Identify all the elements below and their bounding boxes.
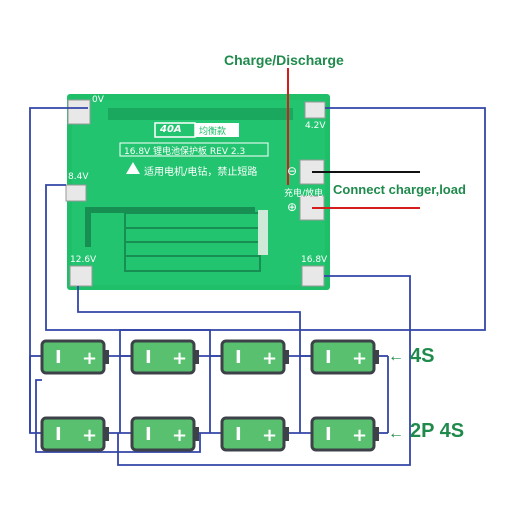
pad-8-4v	[65, 184, 87, 202]
cell-minus-label: I	[145, 424, 152, 445]
battery-terminal	[194, 350, 199, 364]
warning-text: 适用电机/电钻，禁止短路	[144, 167, 258, 178]
model-line-box	[119, 142, 269, 157]
battery-terminal	[104, 427, 109, 441]
pad-label-4-2v: 4.2V	[305, 121, 326, 131]
board-small-chip	[258, 210, 268, 255]
board-trace-2	[85, 207, 91, 247]
cell-minus-label: I	[235, 424, 242, 445]
board-component-strip	[108, 108, 293, 120]
pad-16-8v	[301, 265, 325, 287]
minus-symbol-icon: ⊖	[287, 164, 298, 178]
cell-plus-label: +	[262, 348, 277, 369]
series-label-4s: 4S	[410, 345, 435, 367]
pad-label-8-4v: 8.4V	[68, 172, 89, 182]
model-line: 16.8V 锂电池保护板 REV 2.3	[124, 147, 246, 157]
cell-minus-label: I	[55, 424, 62, 445]
pad-top-left	[67, 99, 91, 125]
balance-wires	[29, 107, 486, 466]
cell-plus-label: +	[352, 425, 367, 446]
warning-triangle-icon	[126, 162, 140, 174]
cell-plus-label: +	[82, 425, 97, 446]
cell-minus-label: I	[325, 424, 332, 445]
battery-terminal	[104, 350, 109, 364]
plus-symbol-icon: ⊕	[287, 200, 298, 214]
battery-terminal	[374, 350, 379, 364]
wire-16-8v	[117, 275, 411, 466]
board-trace-1	[85, 207, 255, 213]
current-rating: 40A	[160, 124, 182, 135]
cell-minus-label: I	[235, 347, 242, 368]
battery-terminal	[284, 427, 289, 441]
port-label: 充电/放电	[284, 189, 324, 199]
pad-label-0v: 0V	[92, 95, 104, 105]
battery-row-2	[40, 416, 379, 452]
cell-labels: I + I + I + I + I + I + I + I +	[55, 347, 367, 446]
pad-12-6v	[69, 265, 93, 287]
cell-minus-label: I	[145, 347, 152, 368]
connect-charger-load-callout: Connect charger,load	[333, 182, 466, 197]
cell-plus-label: +	[172, 348, 187, 369]
wire-bottom-left	[35, 379, 201, 453]
brand-badge: 均衡款	[199, 127, 227, 137]
pad-label-16-8v: 16.8V	[301, 255, 328, 265]
battery-terminal	[284, 350, 289, 364]
battery-terminal	[374, 427, 379, 441]
row1-arrow-icon: ←	[388, 348, 404, 365]
cell-plus-label: +	[172, 425, 187, 446]
cell-plus-label: +	[82, 348, 97, 369]
pad-label-12-6v: 12.6V	[70, 255, 97, 265]
battery-terminal	[194, 427, 199, 441]
row2-arrow-icon: ←	[388, 425, 404, 442]
cell-minus-label: I	[325, 347, 332, 368]
series-label-2p4s: 2P 4S	[410, 420, 465, 442]
brand-badge-box	[195, 123, 239, 137]
cell-plus-label: +	[262, 425, 277, 446]
battery-row-1	[40, 339, 379, 375]
pad-4-2v	[304, 101, 326, 119]
cell-minus-label: I	[55, 347, 62, 368]
cell-plus-label: +	[352, 348, 367, 369]
charge-discharge-callout: Charge/Discharge	[224, 52, 344, 68]
